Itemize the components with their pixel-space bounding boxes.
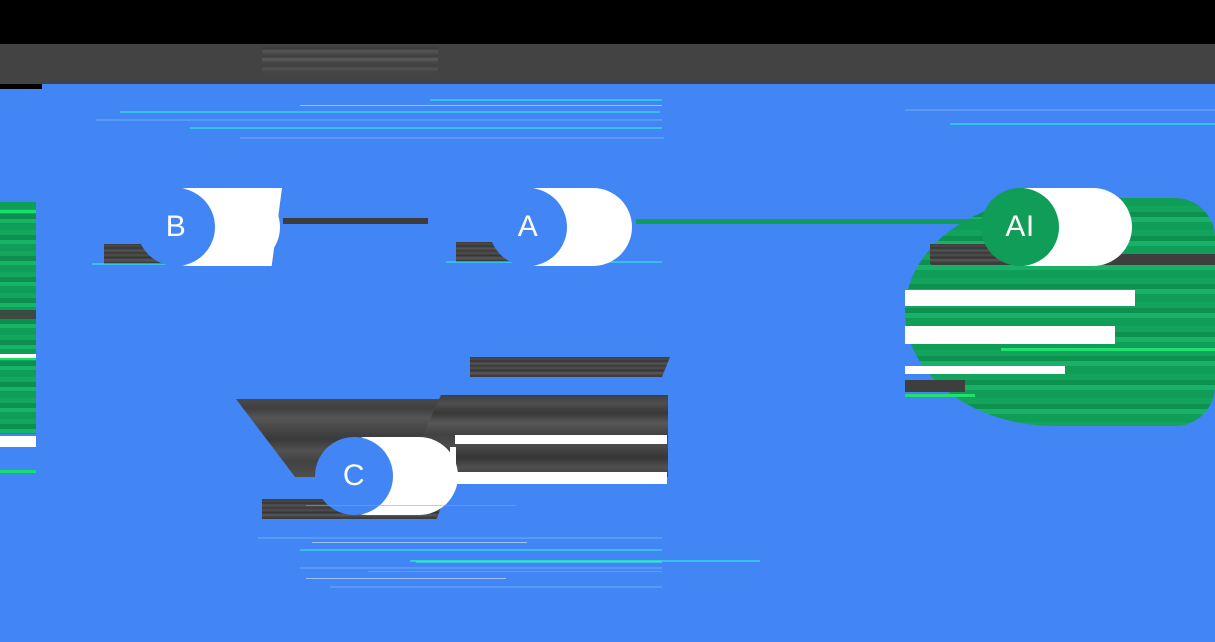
glitch-scanline <box>300 549 662 551</box>
node-c-badge[interactable]: C <box>315 437 393 515</box>
glitch-smear-bar <box>455 472 667 484</box>
glitch-scanline <box>950 123 1215 125</box>
glitch-scanline <box>330 586 662 588</box>
glitch-scanline <box>312 542 527 543</box>
glitch-scanline <box>306 578 506 579</box>
window-toolbar <box>0 44 1215 84</box>
diagram-canvas[interactable]: B A AI C <box>0 89 1215 642</box>
node-ai-badge[interactable]: AI <box>981 188 1059 266</box>
glitch-smear-bar <box>450 447 456 487</box>
glitch-scanline <box>412 560 662 562</box>
glitch-scanline <box>368 571 662 572</box>
left-side-panel[interactable] <box>0 202 36 473</box>
glitch-scanline <box>120 111 660 113</box>
glitch-scanline <box>430 99 662 101</box>
glitch-scanline <box>410 560 760 562</box>
annotation-a-sub <box>470 357 670 377</box>
glitch-scanline <box>416 561 662 563</box>
node-b-badge[interactable]: B <box>137 188 215 266</box>
edge-a-to-ai[interactable] <box>636 219 1002 224</box>
edge-b-to-a[interactable] <box>283 218 428 224</box>
glitch-scanline <box>258 537 662 539</box>
toolbar-underline <box>42 84 1215 89</box>
node-a-badge[interactable]: A <box>489 188 567 266</box>
right-side-panel[interactable] <box>905 198 1215 426</box>
glitch-scanline <box>240 137 664 139</box>
glitch-smear-bar <box>455 435 667 444</box>
glitch-scanline <box>300 567 662 569</box>
glitch-scanline <box>96 119 662 121</box>
glitch-scanline <box>300 105 662 106</box>
glitch-scanline <box>905 109 1215 111</box>
window-title <box>262 46 438 76</box>
glitch-scanline <box>190 127 662 129</box>
